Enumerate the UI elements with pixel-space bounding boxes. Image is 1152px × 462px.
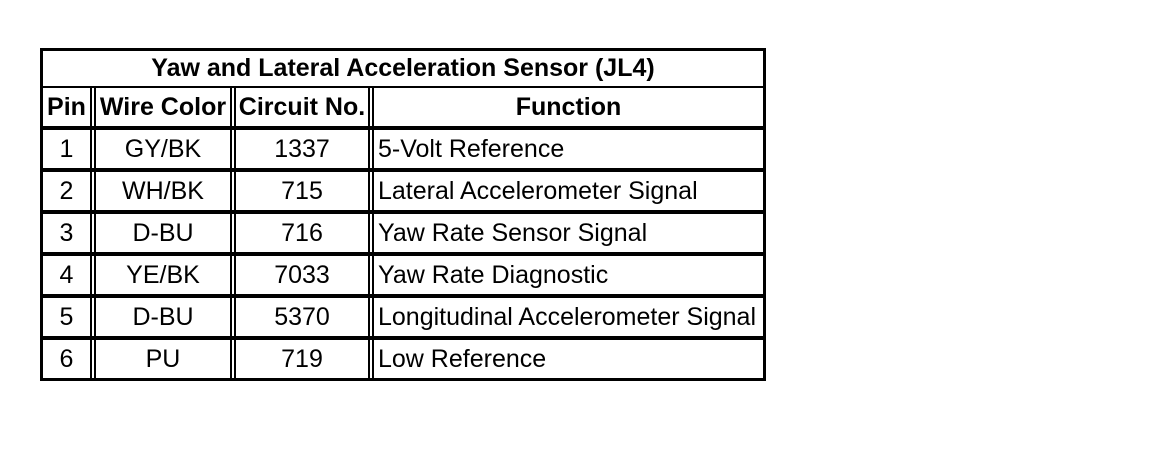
column-header-wire-color: Wire Color (94, 88, 232, 126)
cell-function: Lateral Accelerometer Signal (372, 172, 766, 210)
cell-circuit-no: 715 (234, 172, 370, 210)
cell-function: Yaw Rate Diagnostic (372, 256, 766, 294)
table-row: 6 PU 719 Low Reference (40, 340, 766, 381)
cell-wire-color: PU (94, 340, 232, 378)
cell-pin: 6 (40, 340, 92, 378)
wiring-pinout-table: Yaw and Lateral Acceleration Sensor (JL4… (40, 48, 766, 381)
cell-pin: 4 (40, 256, 92, 294)
cell-wire-color: GY/BK (94, 130, 232, 168)
table-row: 3 D-BU 716 Yaw Rate Sensor Signal (40, 214, 766, 256)
cell-wire-color: YE/BK (94, 256, 232, 294)
cell-pin: 2 (40, 172, 92, 210)
table-row: 5 D-BU 5370 Longitudinal Accelerometer S… (40, 298, 766, 340)
cell-circuit-no: 5370 (234, 298, 370, 336)
table-title-row: Yaw and Lateral Acceleration Sensor (JL4… (40, 48, 766, 88)
cell-pin: 5 (40, 298, 92, 336)
cell-wire-color: WH/BK (94, 172, 232, 210)
cell-circuit-no: 7033 (234, 256, 370, 294)
cell-pin: 1 (40, 130, 92, 168)
table-title: Yaw and Lateral Acceleration Sensor (JL4… (40, 51, 766, 86)
table-row: 4 YE/BK 7033 Yaw Rate Diagnostic (40, 256, 766, 298)
table-row: 1 GY/BK 1337 5-Volt Reference (40, 130, 766, 172)
column-header-function: Function (372, 88, 766, 126)
table-row: 2 WH/BK 715 Lateral Accelerometer Signal (40, 172, 766, 214)
table-header-row: Pin Wire Color Circuit No. Function (40, 88, 766, 130)
cell-wire-color: D-BU (94, 298, 232, 336)
cell-circuit-no: 716 (234, 214, 370, 252)
cell-function: Yaw Rate Sensor Signal (372, 214, 766, 252)
cell-pin: 3 (40, 214, 92, 252)
cell-wire-color: D-BU (94, 214, 232, 252)
cell-circuit-no: 719 (234, 340, 370, 378)
cell-function: 5-Volt Reference (372, 130, 766, 168)
cell-function: Longitudinal Accelerometer Signal (372, 298, 766, 336)
column-header-circuit-no: Circuit No. (234, 88, 370, 126)
column-header-pin: Pin (40, 88, 92, 126)
cell-function: Low Reference (372, 340, 766, 378)
cell-circuit-no: 1337 (234, 130, 370, 168)
